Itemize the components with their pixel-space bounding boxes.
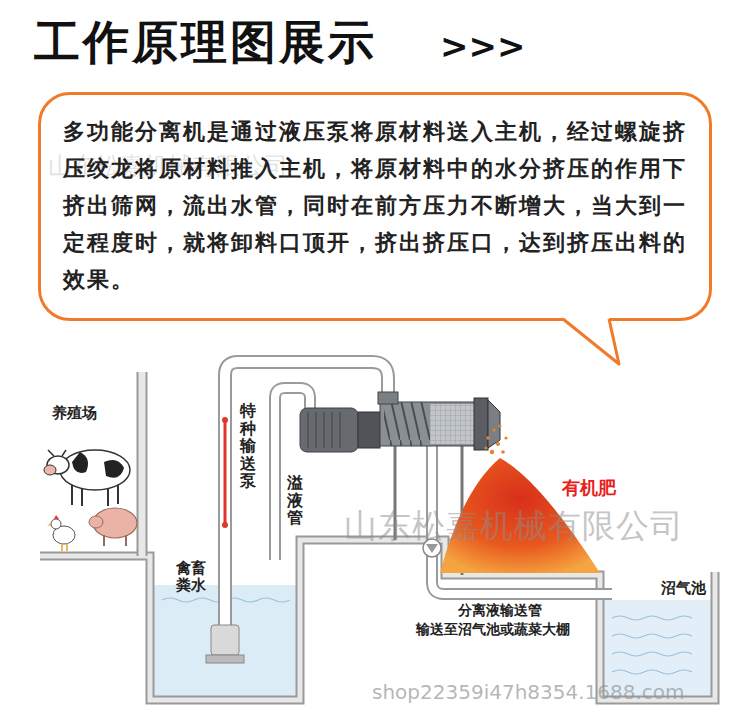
bubble-tail (561, 318, 631, 368)
fertilizer-label: 有机肥 (562, 476, 616, 500)
speech-bubble: 多功能分离机是通过液压泵将原材料送入主机，经过螺旋挤压绞龙将原材料推入主机，将原… (38, 92, 712, 321)
pump-body (211, 625, 239, 655)
watermark: shop22359i47h8354.1688.com (372, 680, 685, 704)
page-title: 工作原理图展示 (34, 12, 377, 72)
tail-outline (563, 319, 619, 364)
farm-animals (44, 450, 137, 551)
tail-fill (563, 318, 619, 364)
pump-label: 特种输送泵 (240, 402, 256, 490)
falling-particles (484, 425, 507, 455)
title-arrows: >>> (440, 26, 525, 66)
biogas-tank: 沼气池 (600, 572, 716, 700)
overflow-label: 溢液管 (287, 474, 303, 527)
valve-mark (426, 544, 438, 553)
node-text: 沼气池 (661, 578, 706, 598)
water-waves (162, 598, 692, 674)
concrete-structure (40, 372, 715, 700)
pipe-label: 输送至沼气池或蔬菜大棚 (416, 621, 570, 639)
watermark: 山东松嘉机械有限公司 (344, 504, 684, 549)
node-text: 多功能分离机是通过液压泵将原材料送入主机，经过螺旋挤压绞龙将原材料推入主机，将原… (63, 113, 687, 298)
farm-label: 养殖场 (52, 404, 97, 423)
pipe-label: 分离液输送管 (458, 602, 542, 620)
slurry-label: 禽畜粪水 (176, 560, 209, 595)
delivery-pipe (222, 362, 388, 630)
pump-foot (206, 655, 244, 663)
